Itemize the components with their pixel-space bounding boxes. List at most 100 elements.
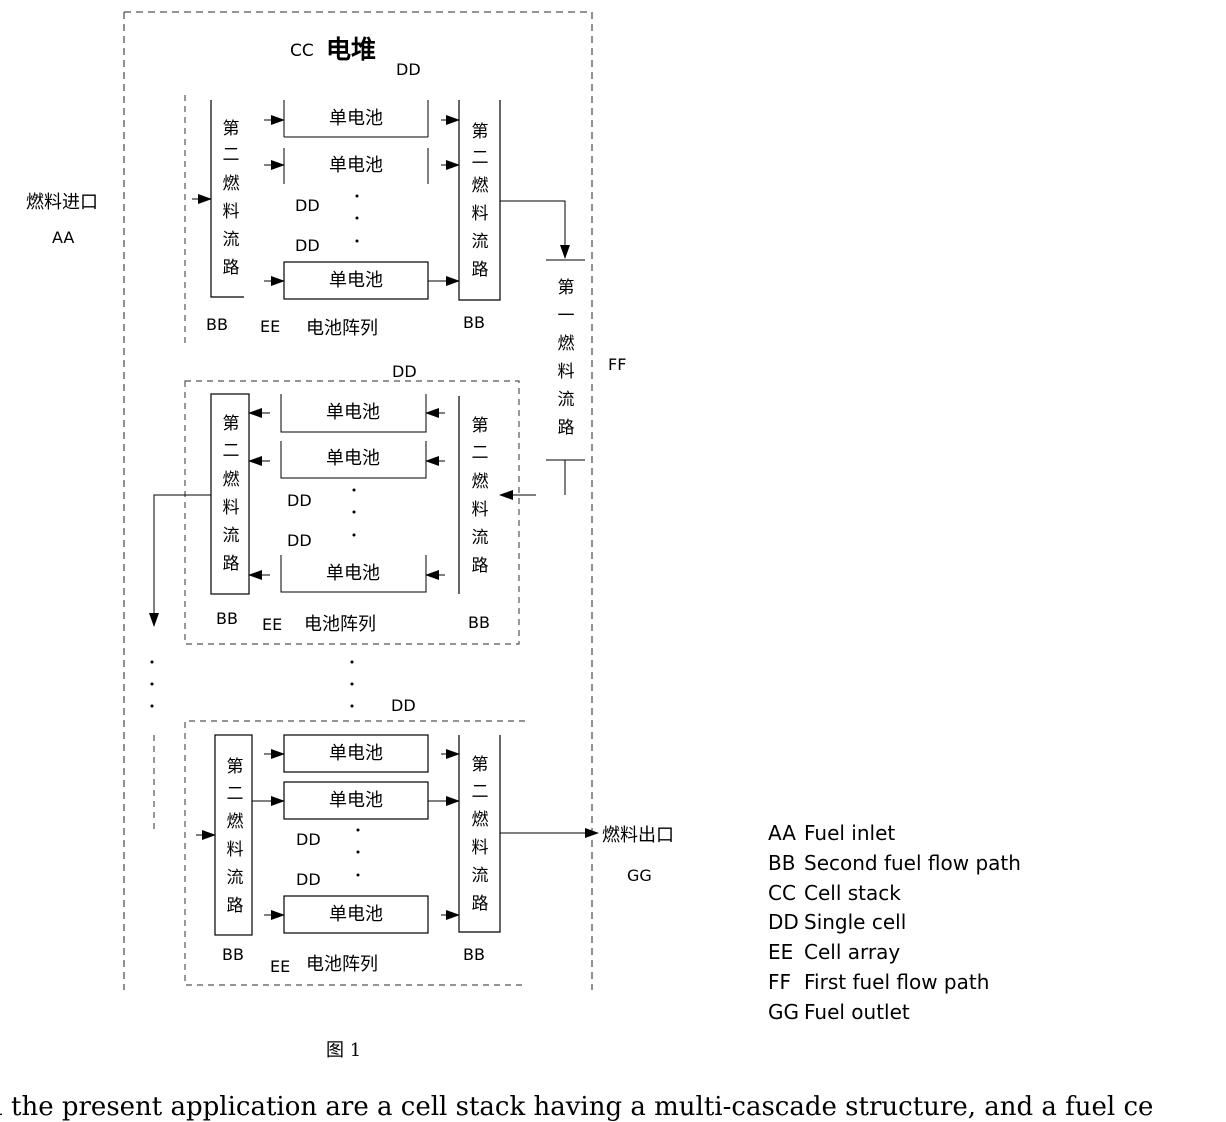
- array-3-cells: 单电池 单电池 单电池 DD DD: [284, 735, 428, 933]
- array-1-to-first-path-connector: [500, 201, 565, 258]
- stack-title-prefix: CC: [290, 41, 314, 61]
- stack-title-dd-tag: DD: [396, 60, 421, 79]
- path-char: 路: [558, 418, 575, 438]
- path-char: 二: [472, 782, 489, 802]
- path-char: 一: [558, 306, 575, 326]
- array-1-cells: 单电池 单电池 单电池 DD DD: [284, 100, 428, 299]
- ellipsis-dots: [353, 489, 356, 537]
- path-char: 第: [472, 122, 489, 142]
- array-2-right-flow-path-label: 第 二 燃 料 流 路: [472, 416, 489, 576]
- dd-tag: DD: [296, 870, 321, 889]
- legend-text: Cell stack: [804, 881, 901, 905]
- legend-code: FF: [768, 968, 804, 998]
- bb-tag: BB: [463, 313, 485, 332]
- single-cell-label: 单电池: [329, 904, 383, 925]
- path-char: 流: [223, 230, 240, 250]
- path-char: 路: [472, 894, 489, 914]
- legend-code: AA: [768, 819, 804, 849]
- legend-text: Fuel inlet: [804, 821, 895, 845]
- legend-text: First fuel flow path: [804, 970, 989, 994]
- path-char: 燃: [223, 470, 240, 490]
- dd-tag: DD: [296, 830, 321, 849]
- path-char: 第: [223, 414, 240, 434]
- legend-code: DD: [768, 908, 804, 938]
- fuel-outlet-code: GG: [627, 866, 652, 885]
- single-cell-label: 单电池: [329, 155, 383, 176]
- single-cell-label: 单电池: [329, 270, 383, 291]
- array-2-left-flow-path-label: 第 二 燃 料 流 路: [223, 414, 240, 574]
- legend-text: Fuel outlet: [804, 1000, 910, 1024]
- cell-array-3: DD 第 二 燃 料 流 路 第 二 燃 料 流 路 单电池 单电池 单电池 D…: [185, 696, 598, 985]
- cell-array-label: 电池阵列: [304, 614, 376, 635]
- path-char: 第: [227, 757, 244, 777]
- dd-tag: DD: [287, 531, 312, 550]
- array-2-cells: 单电池 单电池 单电池 DD DD: [281, 394, 426, 592]
- dd-tag: DD: [295, 196, 320, 215]
- single-cell-label: 单电池: [326, 448, 380, 469]
- path-char: 燃: [472, 176, 489, 196]
- fuel-inlet-label: 燃料进口: [26, 192, 98, 213]
- legend-code: CC: [768, 879, 804, 909]
- single-cell-label: 单电池: [329, 743, 383, 764]
- legend-text: Single cell: [804, 910, 906, 934]
- cell-array-2: DD 第 二 燃 料 流 路 第 二 燃 料 流 路 单电池 单电池 单电池 D…: [154, 362, 536, 644]
- single-cell-label: 单电池: [326, 402, 380, 423]
- cell-array-label: 电池阵列: [306, 954, 378, 975]
- ellipsis-dots: [356, 195, 359, 243]
- path-char: 第: [558, 278, 575, 298]
- cell-array-1: 第 二 燃 料 流 路 第 二 燃 料 流 路 单电池 单电池 单电池: [185, 95, 500, 347]
- fuel-inlet: 燃料进口 AA: [26, 192, 98, 247]
- array-1-left-flow-path-label: 第 二 燃 料 流 路: [223, 119, 240, 278]
- legend: AAFuel inlet BBSecond fuel flow path CCC…: [768, 819, 1021, 1028]
- dd-tag: DD: [287, 491, 312, 510]
- array-3-left-flow-path-label: 第 二 燃 料 流 路: [227, 757, 244, 916]
- path-char: 料: [472, 204, 489, 224]
- path-char: 路: [223, 554, 240, 574]
- dd-tag: DD: [391, 696, 416, 715]
- single-cell-label: 单电池: [329, 790, 383, 811]
- path-char: 燃: [472, 810, 489, 830]
- legend-row: EECell array: [768, 938, 1021, 968]
- path-char: 燃: [472, 472, 489, 492]
- fuel-outlet: 燃料出口 GG: [602, 825, 674, 885]
- path-char: 路: [227, 896, 244, 916]
- path-char: 料: [227, 840, 244, 860]
- ee-tag: EE: [260, 317, 280, 336]
- path-char: 路: [223, 258, 240, 278]
- path-char: 料: [223, 202, 240, 222]
- path-char: 流: [472, 232, 489, 252]
- path-char: 料: [472, 500, 489, 520]
- figure-caption: 图 1: [326, 1040, 361, 1061]
- stack-title-label: 电堆: [326, 35, 376, 64]
- path-char: 流: [227, 868, 244, 888]
- path-char: 流: [472, 866, 489, 886]
- path-char: 燃: [227, 812, 244, 832]
- path-char: 流: [223, 526, 240, 546]
- bb-tag: BB: [206, 315, 228, 334]
- array-ellipsis: [151, 661, 354, 708]
- path-char: 二: [472, 443, 489, 463]
- path-char: 二: [472, 148, 489, 168]
- first-fuel-flow-path: 第 一 燃 料 流 路 FF: [500, 201, 626, 495]
- path-char: 二: [223, 145, 240, 165]
- ee-tag: EE: [262, 615, 282, 634]
- first-path-label: 第 一 燃 料 流 路: [558, 278, 575, 438]
- single-cell-label: 单电池: [326, 563, 380, 584]
- path-char: 第: [472, 755, 489, 775]
- legend-text: Cell array: [804, 940, 900, 964]
- legend-code: BB: [768, 849, 804, 879]
- legend-row: GGFuel outlet: [768, 998, 1021, 1028]
- path-char: 燃: [223, 174, 240, 194]
- path-char: 料: [558, 362, 575, 382]
- path-char: 二: [223, 441, 240, 461]
- ee-tag: EE: [270, 957, 290, 976]
- path-char: 路: [472, 556, 489, 576]
- fuel-inlet-code: AA: [52, 228, 74, 247]
- path-char: 流: [472, 528, 489, 548]
- path-char: 料: [223, 498, 240, 518]
- path-char: 第: [223, 119, 240, 139]
- legend-row: DDSingle cell: [768, 908, 1021, 938]
- legend-code: EE: [768, 938, 804, 968]
